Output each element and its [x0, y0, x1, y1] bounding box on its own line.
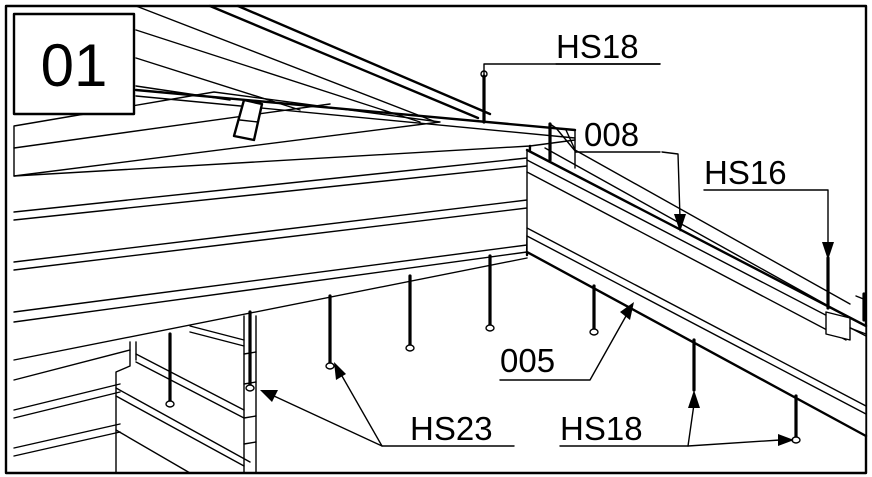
- callout-005: 005: [500, 342, 555, 379]
- step-number-box: [12, 12, 136, 116]
- callout-008: 008: [584, 116, 639, 153]
- screws-hs23: [165, 254, 599, 408]
- wall-logs: [13, 315, 257, 474]
- drawing-frame: [4, 4, 868, 475]
- roof-bracket: [232, 98, 264, 142]
- callout-hs16: HS16: [704, 154, 787, 191]
- callout-hs18-top: HS18: [556, 28, 639, 65]
- callout-hs18-bottom: HS18: [560, 410, 643, 447]
- ridge-beam: [134, 4, 577, 141]
- callout-hs23: HS23: [410, 410, 493, 447]
- side-beam-005: [525, 147, 868, 438]
- screws-hs16: [826, 256, 866, 322]
- step-number: 01: [41, 32, 108, 99]
- screws-hs18-bottom: [692, 338, 801, 444]
